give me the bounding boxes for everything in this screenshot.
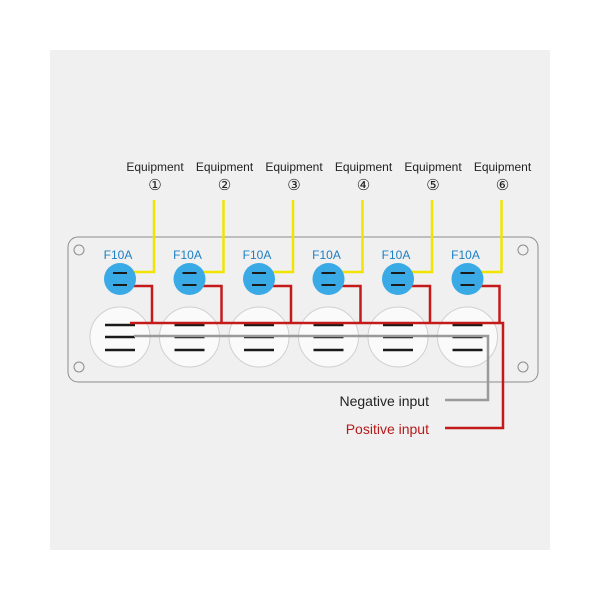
fuse-rating-1: F10A xyxy=(104,248,133,262)
fuse-rating-5: F10A xyxy=(382,248,411,262)
equipment-label-5: Equipment xyxy=(404,160,462,174)
fuse-holder-6 xyxy=(451,263,484,295)
diagram-background xyxy=(50,50,550,550)
positive-input-wire xyxy=(130,321,505,430)
equipment-label-1: Equipment xyxy=(126,160,184,174)
equipment-label-6: Equipment xyxy=(474,160,532,174)
equipment-number-5: ⑤ xyxy=(426,177,439,194)
fuse-holder-2 xyxy=(173,263,206,295)
fuse-holder-3 xyxy=(243,263,275,295)
fuse-rating-4: F10A xyxy=(312,248,341,262)
mounting-hole-top-left xyxy=(73,244,85,256)
fuse-holder-5 xyxy=(382,263,414,295)
equipment-number-2: ② xyxy=(218,177,231,194)
positive-input-label: Positive input xyxy=(346,421,429,437)
mounting-hole-bottom-left xyxy=(73,361,85,373)
fuses-layer: F10A F10A F10A F10A F10A F10A xyxy=(104,248,484,295)
fuse-holder-4 xyxy=(312,263,345,295)
equipment-label-4: Equipment xyxy=(335,160,393,174)
equipment-label-3: Equipment xyxy=(265,160,323,174)
fuse-rating-6: F10A xyxy=(451,248,480,262)
negative-input-label: Negative input xyxy=(339,393,429,409)
mounting-hole-bottom-right xyxy=(517,361,529,373)
fuse-rating-3: F10A xyxy=(243,248,272,262)
equipment-label-2: Equipment xyxy=(196,160,254,174)
equipment-number-3: ③ xyxy=(287,177,300,194)
mounting-hole-top-right xyxy=(517,244,529,256)
fuse-holder-1 xyxy=(104,263,136,295)
fuse-rating-2: F10A xyxy=(173,248,202,262)
equipment-labels: Equipment ① Equipment ② Equipment ③ Equipment ④… xyxy=(126,160,532,194)
switch-panel xyxy=(67,236,539,383)
equipment-number-6: ⑥ xyxy=(496,177,509,194)
equipment-number-1: ① xyxy=(148,177,161,194)
negative-input-wire xyxy=(134,334,490,402)
equipment-number-4: ④ xyxy=(357,177,370,194)
